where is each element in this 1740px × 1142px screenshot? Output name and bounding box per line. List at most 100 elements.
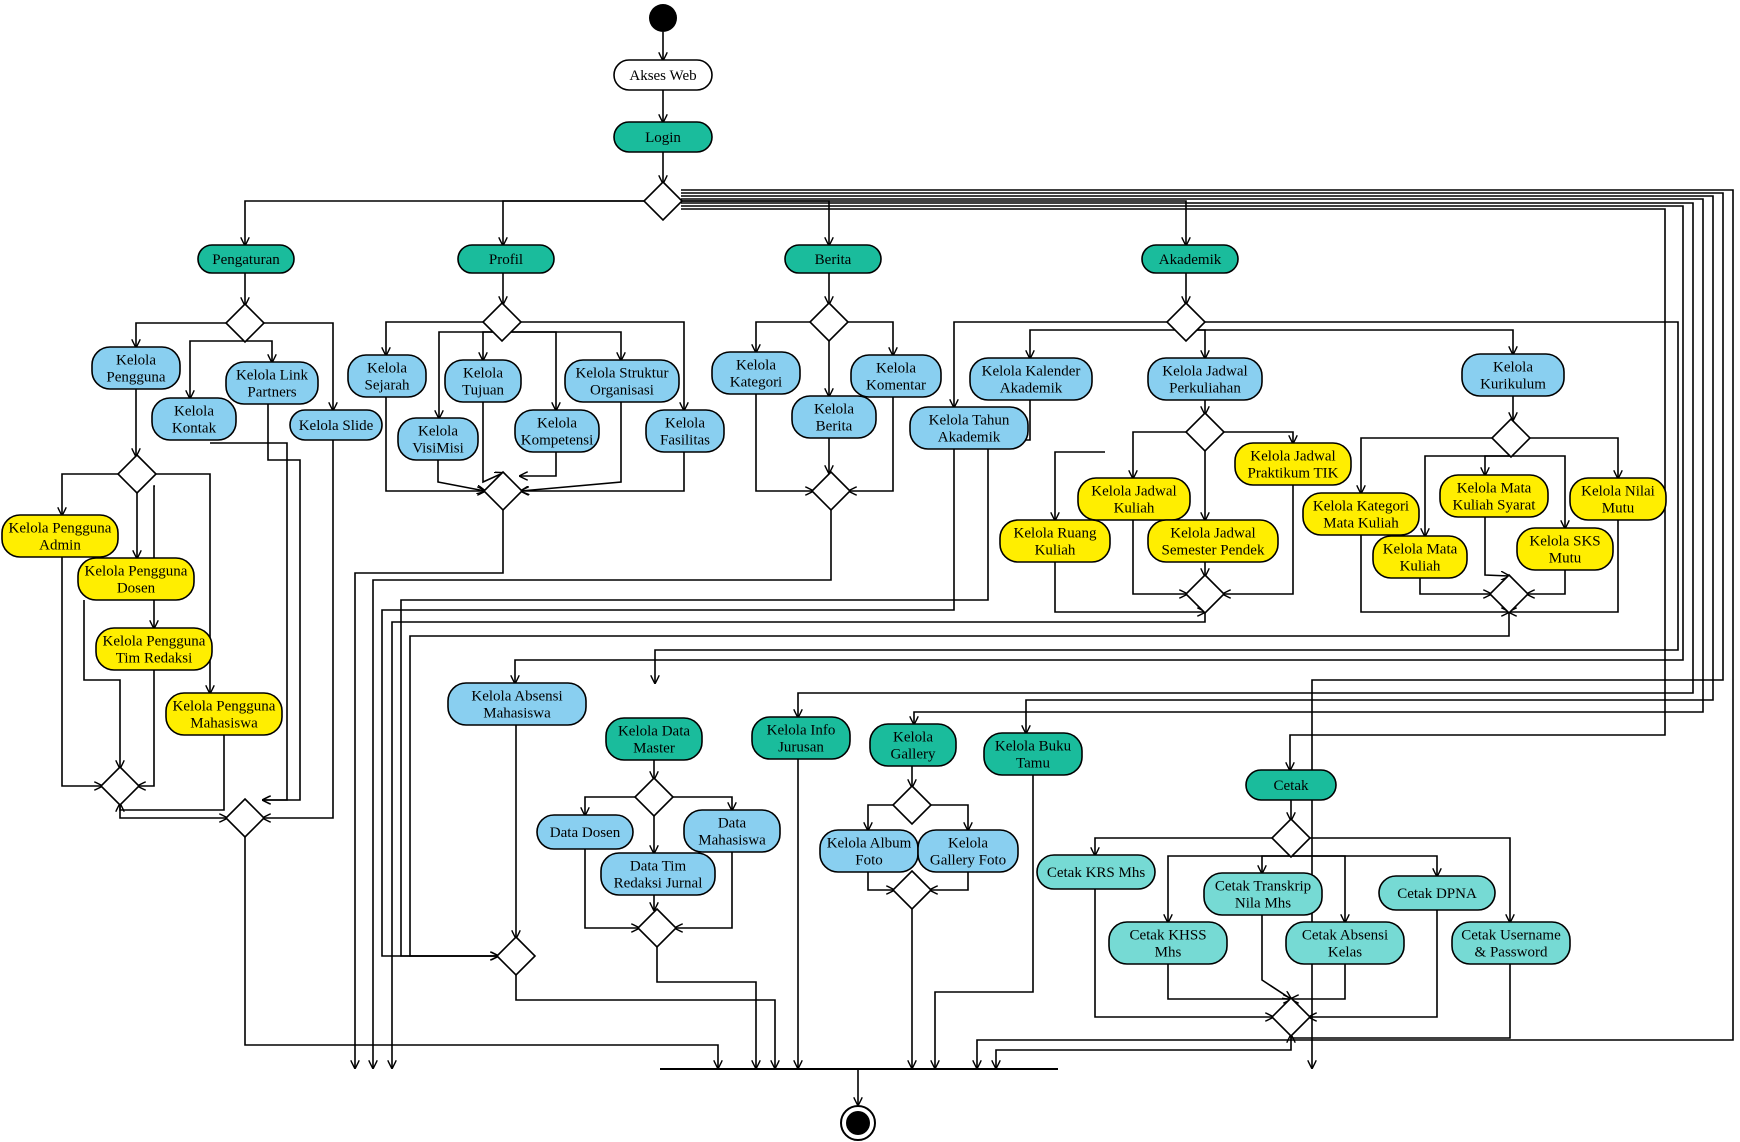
activity-label: Akademik [1000,381,1063,397]
activity-label: Tujuan [462,383,504,399]
activity-box [564,359,680,403]
activity-label: Gallery Foto [930,853,1006,869]
activity-label: Admin [39,538,81,554]
decision-diamond [810,470,852,512]
end-node [840,1105,876,1141]
activity-label: Perkuliahan [1169,381,1241,397]
activity-label: Kelola [418,424,458,440]
activity-label: Redaksi Jurnal [614,876,703,892]
activity-label: Nila Mhs [1235,896,1291,912]
activity-box [711,351,801,395]
activity-box [1451,921,1571,965]
flow-edge [681,192,1724,1068]
activity-label: & Password [1475,945,1548,961]
activity-box [1108,921,1228,965]
activity-label: Master [633,741,675,757]
activity-label: Komentar [866,378,926,394]
flow-edge [1095,837,1273,855]
activity-label: Kelola Mata [1383,542,1458,558]
activity-box [1378,875,1496,911]
flow-edge [847,321,893,355]
flow-edge [1425,455,1511,536]
activity-label: Kurikulum [1480,377,1546,393]
activity-box [514,409,600,453]
activity-box [95,627,213,671]
activity-label: VisiMisi [412,441,464,457]
decision-diamond [808,301,850,343]
flow-edge [655,321,1679,683]
flow-edge [681,195,1714,733]
decision-diamond [99,765,141,807]
activity-label: Jurusan [778,740,824,756]
activity-label: Dosen [117,581,156,597]
activity-box [1461,353,1565,397]
flow-edge [756,321,811,352]
activity-label: Foto [855,853,883,869]
activity-label: Login [645,130,681,146]
flow-edge [409,612,1510,956]
activity-label: Kuliah [1400,559,1441,575]
flow-edge [868,804,894,830]
activity-label: Kelola Jadwal [1162,364,1247,380]
flow-edges [62,32,1734,1105]
decision-diamond [495,935,537,977]
activity-label: Kelola [893,730,933,746]
activity-label: Profil [489,252,523,268]
activity-label: Cetak Absensi [1302,928,1388,944]
flow-edge [392,612,1206,1068]
flow-edge [867,872,894,890]
activity-label: Gallery [891,747,936,763]
activity-label: Praktikum TIK [1248,466,1339,482]
flow-edge [1529,437,1618,478]
activity-label: Mutu [1549,551,1582,567]
flow-edge [1030,329,1186,358]
activity-label: Kelola Tahun [929,413,1010,429]
activity-label: Mata Kuliah [1323,516,1399,532]
flow-edge [1054,562,1205,612]
activity-box [1141,244,1239,274]
activity-label: Kelola [174,404,214,420]
flow-edge [355,509,504,1068]
flow-edge [930,804,968,830]
activity-box [1147,357,1263,401]
activity-kelola-slide: Kelola Slide [289,409,383,441]
activity-box [850,354,942,398]
activity-label: Akses Web [629,68,696,84]
activity-profil: Profil [457,244,555,274]
activity-label: Kelola Info [767,723,836,739]
flow-edge [521,452,685,491]
activity-box [536,814,634,850]
flow-edge [1055,451,1105,520]
flow-edge [245,200,645,245]
flow-edge [996,1035,1292,1068]
activity-label: Cetak Transkrip [1215,879,1311,895]
activity-box [917,829,1019,873]
activity-label: Kelola Jadwal [1091,484,1176,500]
activity-label: Kelola [736,358,776,374]
flow-edge [849,397,894,491]
flow-edge [521,402,622,491]
activity-label: Sejarah [365,378,410,394]
flow-edge [675,852,733,928]
decision-diamond [891,784,933,826]
flow-edge [400,400,1031,956]
flow-edge [1309,910,1438,1017]
flow-edge [62,473,119,515]
decision-diamond [1270,996,1312,1038]
activity-label: Pengaturan [212,252,280,268]
activity-label: Kelola Data [618,724,690,740]
activity-box [784,244,882,274]
activity-box [969,357,1093,401]
